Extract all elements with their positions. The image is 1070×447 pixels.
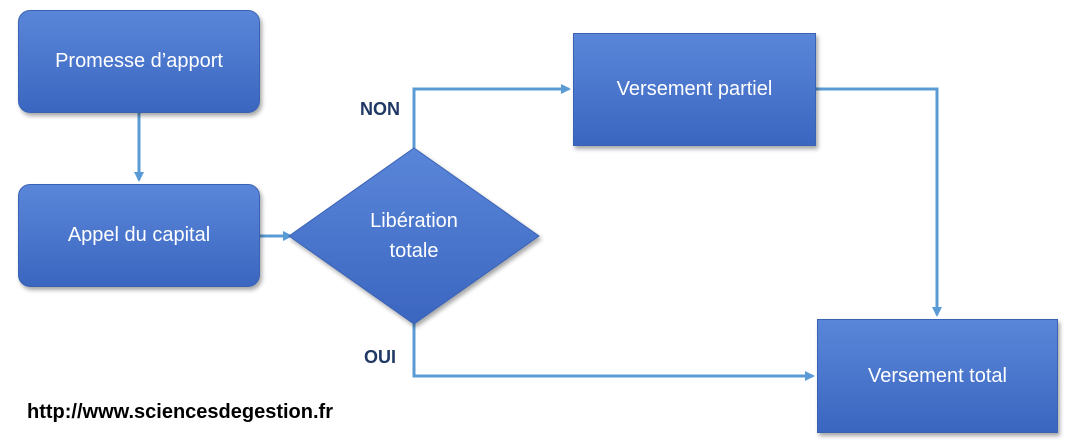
arrow-partiel-total (816, 87, 942, 317)
node-appel-capital: Appel du capital (18, 184, 260, 287)
node-promesse-label: Promesse d’apport (55, 50, 223, 72)
node-appel-label: Appel du capital (67, 224, 211, 246)
source-url: http://www.sciencesdegestion.fr (27, 401, 333, 423)
decision-diamond (288, 147, 540, 325)
edge-label-oui: OUI (364, 347, 397, 367)
node-partiel-label: Versement partiel (616, 78, 773, 100)
arrow-decision-total (412, 324, 815, 381)
decision-label: Libération totale (339, 206, 489, 266)
arrow-decision-partiel (412, 84, 571, 148)
decision-label-line2: totale (389, 240, 439, 262)
edge-label-non: NON (360, 99, 400, 119)
node-total-label: Versement total (868, 364, 1007, 387)
node-versement-partiel: Versement partiel (573, 33, 816, 146)
node-versement-total: Versement total (817, 319, 1058, 433)
node-promesse-apport: Promesse d’apport (18, 10, 260, 113)
decision-label-line1: Libération (370, 210, 458, 232)
